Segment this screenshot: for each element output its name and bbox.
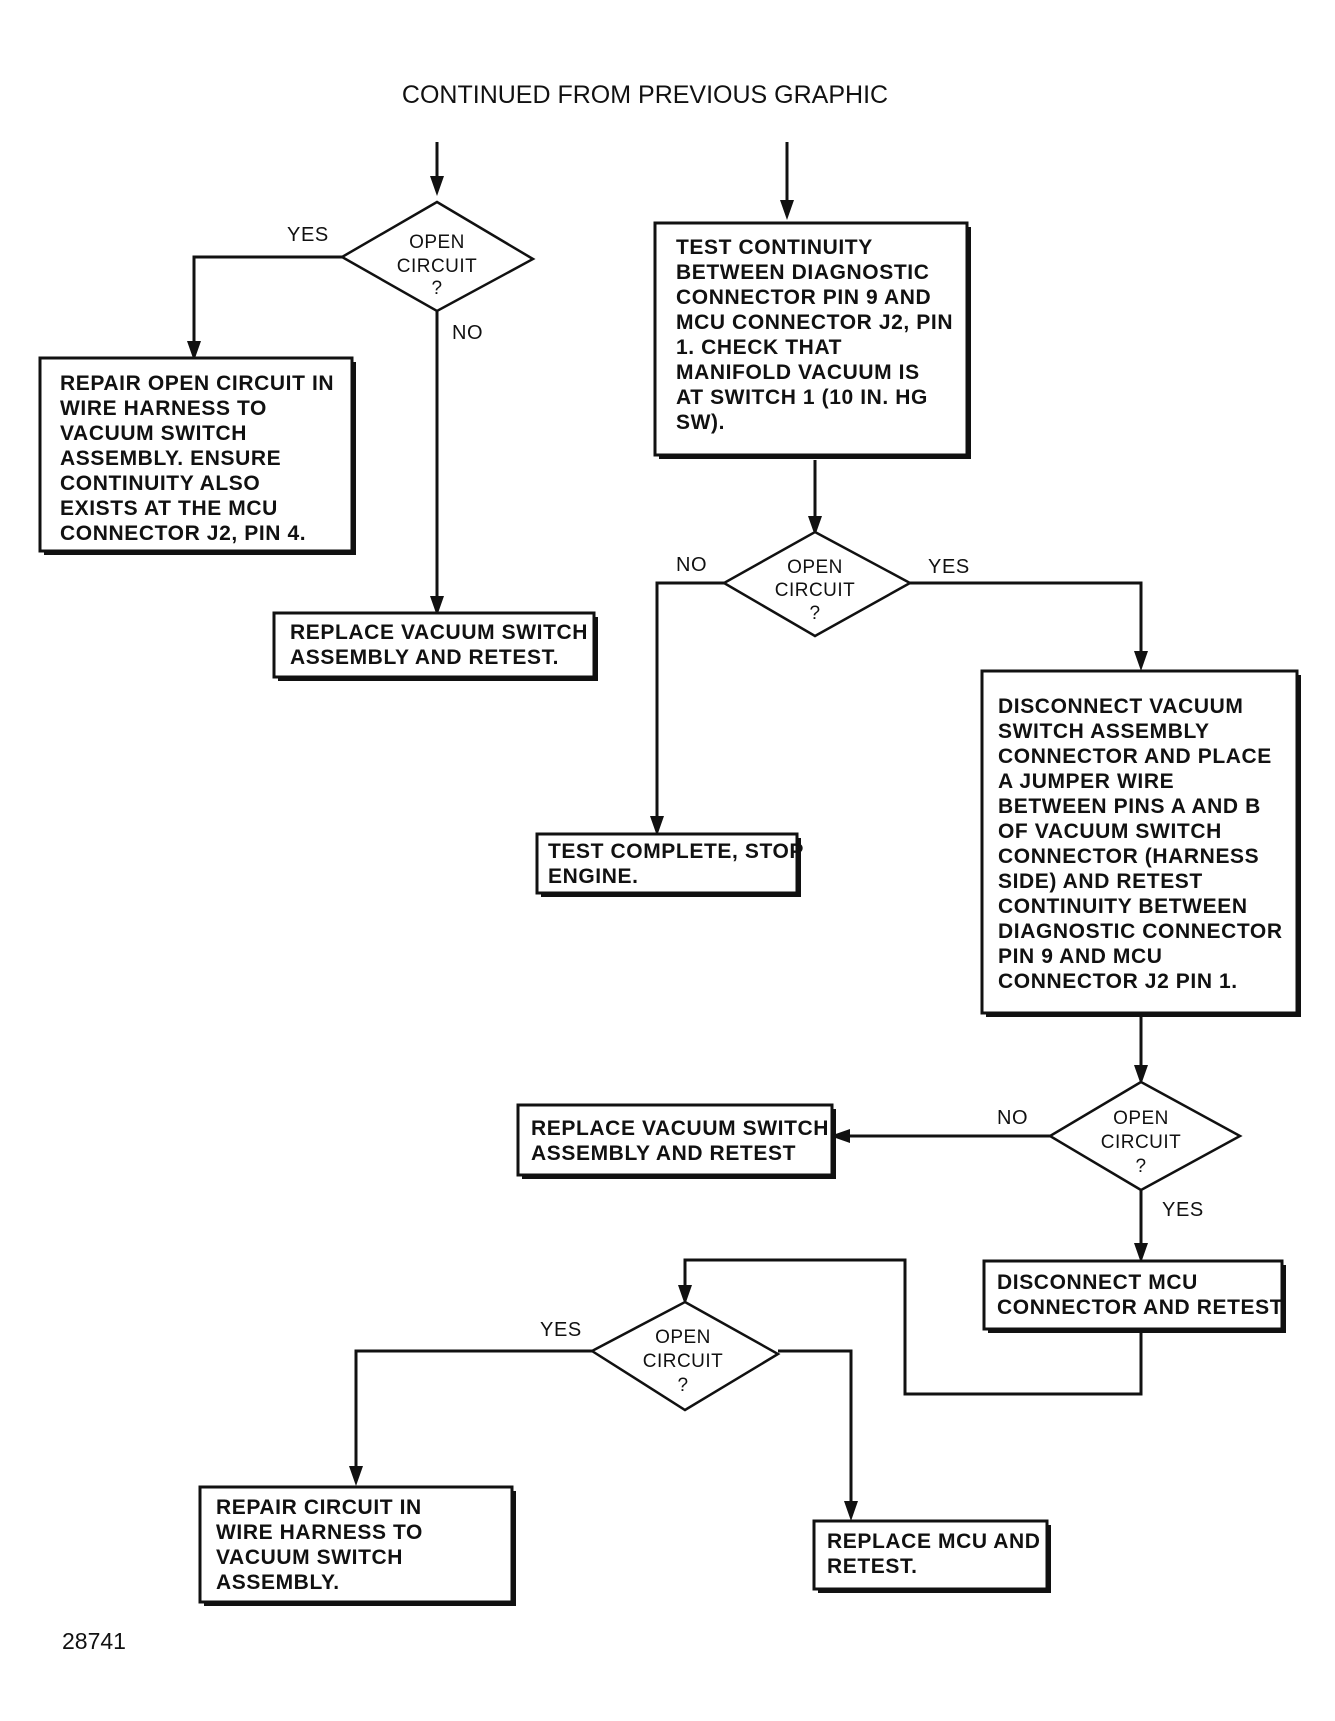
arrowheads <box>187 176 1148 1521</box>
label-no-3: NO <box>997 1107 1028 1129</box>
box-repair-open-circuit: REPAIR OPEN CIRCUIT IN WIRE HARNESS TO V… <box>38 356 356 555</box>
decision-4-line3: ? <box>677 1375 688 1396</box>
decision-open-circuit-3: OPEN CIRCUIT ? <box>1047 1080 1243 1192</box>
box-replace-vacuum-switch-2: REPLACE VACUUM SWITCH ASSEMBLY AND RETES… <box>516 1103 836 1179</box>
box-line: OF VACUUM SWITCH <box>998 820 1222 843</box>
label-yes-2: YES <box>928 556 970 578</box>
box-line: REPLACE MCU AND <box>827 1530 1041 1553</box>
connectors <box>192 142 1143 1505</box>
label-yes-1: YES <box>287 224 329 246</box>
box-line: ENGINE. <box>548 865 639 888</box>
box-line: EXISTS AT THE MCU <box>60 497 278 520</box>
box-line: REPAIR CIRCUIT IN <box>216 1496 422 1519</box>
box-line: REPLACE VACUUM SWITCH <box>531 1117 829 1140</box>
label-no-1: NO <box>452 322 483 344</box>
label-yes-3: YES <box>1162 1199 1204 1221</box>
box-disconnect-mcu: DISCONNECT MCU CONNECTOR AND RETEST. <box>982 1259 1287 1333</box>
box-line: REPAIR OPEN CIRCUIT IN <box>60 372 334 395</box>
page-title: CONTINUED FROM PREVIOUS GRAPHIC <box>402 81 888 109</box>
box-line: BETWEEN PINS A AND B <box>998 795 1261 818</box>
box-line: CONNECTOR (HARNESS <box>998 845 1259 868</box>
box-line: ASSEMBLY. ENSURE <box>60 447 281 470</box>
box-line: REPLACE VACUUM SWITCH <box>290 621 588 644</box>
decision-open-circuit-1: OPEN CIRCUIT ? <box>339 200 536 313</box>
box-line: CONNECTOR AND RETEST. <box>997 1296 1287 1319</box>
box-line: CONNECTOR J2, PIN 4. <box>60 522 306 545</box>
box-line: TEST COMPLETE, STOP <box>548 840 804 863</box>
box-line: CONTINUITY ALSO <box>60 472 260 495</box>
box-test-complete: TEST COMPLETE, STOP ENGINE. <box>535 832 804 897</box>
decision-3-line3: ? <box>1135 1156 1146 1177</box>
box-line: CONNECTOR PIN 9 AND <box>676 286 931 309</box>
box-disconnect-vacuum-switch: DISCONNECT VACUUM SWITCH ASSEMBLY CONNEC… <box>980 669 1301 1017</box>
decision-4-line2: CIRCUIT <box>643 1351 724 1372</box>
branch-labels: YES NO NO YES NO YES YES <box>287 224 1204 1341</box>
box-line: WIRE HARNESS TO <box>60 397 267 420</box>
box-line: DISCONNECT MCU <box>997 1271 1198 1294</box>
decision-1-line1: OPEN <box>409 232 465 253</box>
decision-1-line2: CIRCUIT <box>397 256 478 277</box>
figure-number: 28741 <box>62 1628 126 1654</box>
box-line: AT SWITCH 1 (10 IN. HG <box>676 386 928 409</box>
decision-2-line3: ? <box>809 603 820 624</box>
decision-open-circuit-4: OPEN CIRCUIT ? <box>589 1300 781 1412</box>
box-line: SIDE) AND RETEST <box>998 870 1203 893</box>
decision-3-line1: OPEN <box>1113 1108 1169 1129</box>
box-line: CONTINUITY BETWEEN <box>998 895 1248 918</box>
decision-2-line1: OPEN <box>787 557 843 578</box>
decision-1-line3: ? <box>431 278 442 299</box>
box-line: MCU CONNECTOR J2, PIN <box>676 311 953 334</box>
box-line: PIN 9 AND MCU <box>998 945 1163 968</box>
box-line: ASSEMBLY AND RETEST. <box>290 646 559 669</box>
box-replace-vacuum-switch-1: REPLACE VACUUM SWITCH ASSEMBLY AND RETES… <box>272 611 598 681</box>
box-line: 1. CHECK THAT <box>676 336 842 359</box>
box-line: CONNECTOR AND PLACE <box>998 745 1272 768</box>
decision-open-circuit-2: OPEN CIRCUIT ? <box>721 530 913 638</box>
box-line: MANIFOLD VACUUM IS <box>676 361 920 384</box>
label-yes-4: YES <box>540 1319 582 1341</box>
box-line: BETWEEN DIAGNOSTIC <box>676 261 929 284</box>
box-line: ASSEMBLY AND RETEST <box>531 1142 796 1165</box>
box-line: SWITCH ASSEMBLY <box>998 720 1210 743</box>
box-line: RETEST. <box>827 1555 918 1578</box>
decision-3-line2: CIRCUIT <box>1101 1132 1182 1153</box>
box-line: DIAGNOSTIC CONNECTOR <box>998 920 1283 943</box>
box-line: TEST CONTINUITY <box>676 236 873 259</box>
box-line: WIRE HARNESS TO <box>216 1521 423 1544</box>
box-line: DISCONNECT VACUUM <box>998 695 1243 718</box>
box-line: SW). <box>676 411 725 434</box>
label-no-2: NO <box>676 554 707 576</box>
box-line: VACUUM SWITCH <box>216 1546 403 1569</box>
box-line: CONNECTOR J2 PIN 1. <box>998 970 1238 993</box>
decision-4-line1: OPEN <box>655 1327 711 1348</box>
box-line: VACUUM SWITCH <box>60 422 247 445</box>
box-line: A JUMPER WIRE <box>998 770 1174 793</box>
box-repair-circuit: REPAIR CIRCUIT IN WIRE HARNESS TO VACUUM… <box>198 1485 516 1606</box>
box-line: ASSEMBLY. <box>216 1571 340 1594</box>
decision-2-line2: CIRCUIT <box>775 580 856 601</box>
box-test-continuity: TEST CONTINUITY BETWEEN DIAGNOSTIC CONNE… <box>653 221 971 459</box>
box-replace-mcu: REPLACE MCU AND RETEST. <box>812 1519 1051 1593</box>
